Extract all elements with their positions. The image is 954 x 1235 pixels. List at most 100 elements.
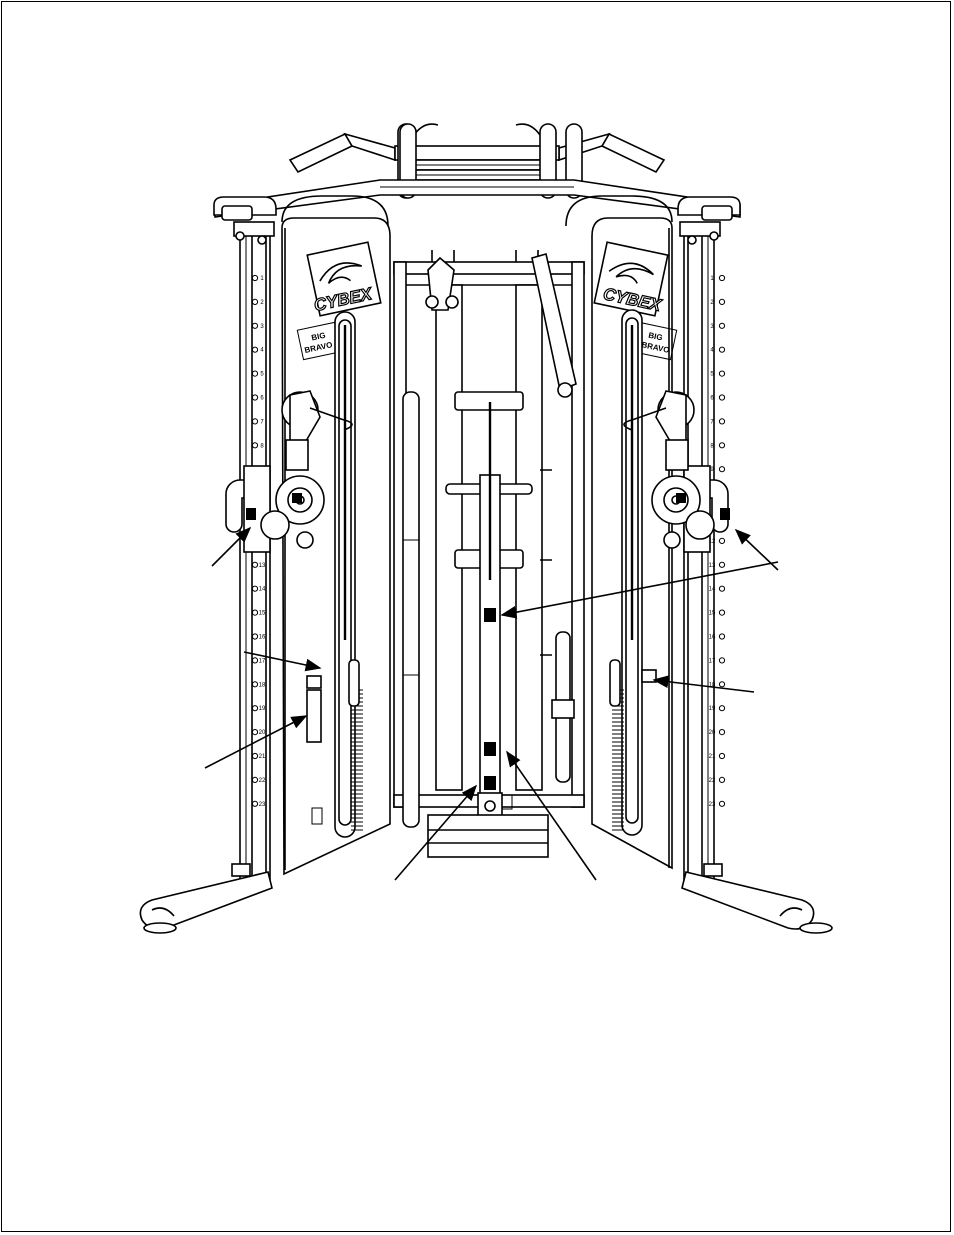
right-post-number: 3 [710,324,714,330]
right-post-number: 23 [709,802,716,808]
right-post-number: 7 [710,419,714,425]
callout-left-warning [204,715,308,769]
left-post-hole [251,418,259,425]
left-post-hole [251,800,259,807]
left-selector-pin-chain [348,659,360,707]
left-post-hole [251,776,259,784]
right-post-number: 4 [710,348,714,354]
left-post-hole [251,752,259,760]
callout-left-placard [243,651,322,672]
left-post-hole [251,370,259,377]
right-post-hole [718,776,726,784]
left-post-hole [251,729,259,736]
callout-right-carriage [734,528,779,571]
right-post-hole [718,298,726,305]
left-post-number: 18 [259,682,266,688]
left-shroud: CYBEX BIG BRAVO [281,217,391,876]
right-post-number: 22 [709,778,716,784]
callout-right-placard [652,675,755,693]
callout-center-lower [394,784,478,881]
callout-lines [204,526,779,881]
right-post-hole [718,729,726,736]
left-post-number: 6 [260,396,264,402]
right-post-hole [718,561,726,568]
right-pulley-carriage [623,390,730,553]
right-post-number: 5 [710,372,714,378]
left-post-number: 15 [259,611,266,617]
left-post-number: 2 [260,300,264,306]
right-post-scale: 1234567891011121314151617181920212223 [709,274,726,808]
right-post-hole [718,537,726,545]
right-post-hole [718,394,726,401]
right-post-number: 17 [709,658,716,664]
left-post-hole [251,657,259,664]
left-post-hole [251,274,259,282]
right-post-number: 19 [709,706,716,712]
left-post-number: 17 [259,658,266,664]
left-post-number: 16 [259,635,266,641]
right-post-hole [718,585,726,592]
right-post-hole [718,681,726,688]
right-post-number: 20 [709,730,716,736]
right-post-number: 14 [709,587,716,593]
left-post-hole [251,633,259,640]
right-post-hole [718,346,726,353]
right-post-hole [718,752,726,760]
left-post-hole [251,561,259,568]
left-post-hole [251,442,259,449]
upper-frame [213,179,741,227]
left-post-number: 22 [259,778,266,784]
right-post-hole [718,442,726,449]
left-post-number: 19 [259,706,266,712]
right-post-number: 2 [710,300,714,306]
right-post-hole [718,274,726,282]
left-post-number: 14 [259,587,266,593]
model-label-right-1: BIG [648,331,664,343]
left-post-number: 20 [259,730,266,736]
right-post-hole [718,370,726,377]
right-post-hole [718,609,726,616]
right-post-number: 21 [709,754,716,760]
left-post-number: 21 [259,754,266,760]
right-post-hole [718,466,726,473]
left-leg [139,863,273,934]
left-post-number: 23 [259,802,266,808]
callout-center-upper [500,561,779,619]
left-post-number: 3 [260,324,264,330]
left-post-hole [251,298,259,305]
left-post-number: 5 [260,372,264,378]
right-post-number: 6 [710,396,714,402]
right-post-number: 18 [709,682,716,688]
right-leg [681,863,833,934]
right-post-hole [718,705,726,712]
left-post-hole [251,322,259,329]
right-post-hole [718,657,726,664]
left-post-hole [251,609,259,616]
center-frame [393,250,585,828]
right-post [679,221,721,881]
left-post-hole [251,681,259,688]
left-post-number: 1 [260,276,264,282]
left-pulley-carriage [225,390,353,553]
right-post-number: 13 [709,563,716,569]
callout-left-carriage [211,526,252,567]
model-label-left-1: BIG [311,331,327,343]
right-post-number: 9 [710,467,714,473]
right-post-hole [718,418,726,425]
left-post-number: 4 [260,348,264,354]
right-post-number: 16 [709,635,716,641]
left-post-hole [251,346,259,353]
right-post-number: 1 [710,276,714,282]
left-post-number: 13 [259,563,266,569]
right-post-number: 15 [709,611,716,617]
right-post-hole [718,633,726,640]
right-post-hole [718,800,726,807]
left-post-hole [251,585,259,592]
right-post-hole [718,322,726,329]
right-post-number: 8 [710,443,714,449]
callout-center-middle [506,750,597,881]
right-selector-pin-chain [609,659,621,707]
